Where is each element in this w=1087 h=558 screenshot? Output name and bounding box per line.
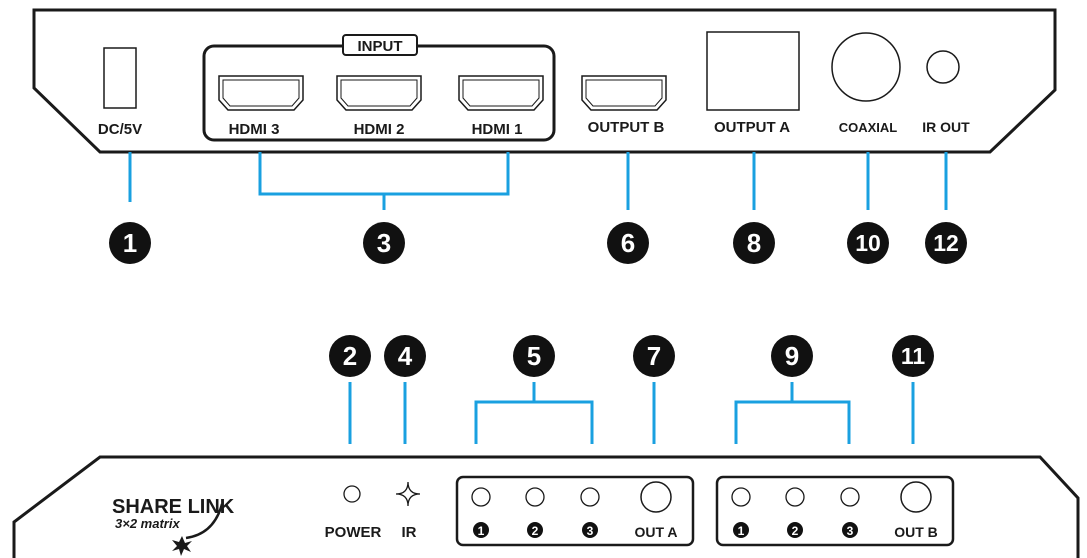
input-group-label-box: [342, 34, 418, 56]
hdmi1-label: HDMI 1: [472, 121, 523, 138]
ir-label: IR: [402, 524, 417, 541]
hdmi3-port: [218, 75, 304, 111]
out-a-led-2: [525, 487, 545, 507]
out-b-led-2: [785, 487, 805, 507]
callout-5: 5: [513, 335, 555, 377]
back-panel: DC/5V INPUT HDMI 3 HDMI 2 HDMI 1 OUTPUT …: [32, 8, 1057, 154]
ir-sensor-icon: [395, 481, 421, 507]
hdmi1-port: [458, 75, 544, 111]
callout-11: 11: [892, 335, 934, 377]
callout-7: 7: [633, 335, 675, 377]
out-a-led-number-2: 2: [527, 522, 543, 538]
svg-text:7: 7: [647, 341, 661, 371]
svg-text:10: 10: [855, 230, 881, 256]
svg-text:1: 1: [738, 524, 745, 538]
svg-text:2: 2: [343, 341, 357, 371]
back-leader-lines: [128, 152, 948, 210]
svg-text:1: 1: [123, 228, 137, 258]
share-link-logo: SHARE LINK 3×2 matrix: [112, 496, 235, 556]
svg-text:5: 5: [527, 341, 541, 371]
ir-out-label: IR OUT: [922, 119, 970, 135]
coaxial-port: [831, 32, 901, 102]
callout-8: 8: [733, 222, 775, 264]
callout-3: 3: [363, 222, 405, 264]
dc-jack-port: [103, 47, 137, 109]
back-panel-body: [32, 8, 1057, 154]
ir-out-port: [926, 50, 960, 84]
svg-text:2: 2: [532, 524, 539, 538]
power-label: POWER: [325, 524, 382, 541]
callout-9: 9: [771, 335, 813, 377]
callout-12: 12: [925, 222, 967, 264]
out-b-led-number-3: 3: [842, 522, 858, 538]
out-b-led-number-1: 1: [733, 522, 749, 538]
input-group-label: INPUT: [358, 38, 403, 55]
svg-text:1: 1: [478, 524, 485, 538]
out-b-led-number-2: 2: [787, 522, 803, 538]
callout-1: 1: [109, 222, 151, 264]
logo-star-icon: [172, 536, 192, 556]
out-a-led-number-3: 3: [582, 522, 598, 538]
svg-text:4: 4: [398, 341, 413, 371]
coaxial-label: COAXIAL: [839, 120, 898, 135]
svg-text:3: 3: [377, 228, 391, 258]
out-b-label: OUT B: [894, 524, 938, 540]
hdmi2-label: HDMI 2: [354, 121, 405, 138]
callout-10: 10: [847, 222, 889, 264]
callout-6: 6: [607, 222, 649, 264]
output-b-label: OUTPUT B: [588, 119, 665, 136]
out-b-led-3: [840, 487, 860, 507]
svg-text:3: 3: [587, 524, 594, 538]
front-callouts: 2 4 5 7 9 11: [329, 335, 934, 377]
svg-text:9: 9: [785, 341, 799, 371]
output-a-port: [706, 31, 800, 111]
out-a-label: OUT A: [634, 524, 677, 540]
front-panel: SHARE LINK 3×2 matrix POWER IR 1 2 3 OUT…: [12, 455, 1080, 558]
logo-brand: SHARE LINK: [112, 496, 235, 518]
hdmi3-label: HDMI 3: [229, 121, 280, 138]
out-a-led-1: [471, 487, 491, 507]
hdmi2-port: [336, 75, 422, 111]
svg-text:11: 11: [901, 343, 926, 369]
svg-text:3: 3: [847, 524, 854, 538]
svg-text:2: 2: [792, 524, 799, 538]
logo-model: 3×2 matrix: [115, 516, 180, 531]
svg-text:8: 8: [747, 228, 761, 258]
out-a-led-number-1: 1: [473, 522, 489, 538]
back-callouts: 1 3 6 8 10 12: [109, 222, 967, 264]
out-a-led-3: [580, 487, 600, 507]
front-leader-lines: [348, 382, 915, 444]
svg-text:12: 12: [933, 230, 959, 256]
front-panel-body: [12, 455, 1080, 558]
out-b-led-1: [731, 487, 751, 507]
svg-text:6: 6: [621, 228, 635, 258]
dc-port-label: DC/5V: [98, 121, 142, 138]
out-b-select-button[interactable]: [900, 481, 932, 513]
output-a-label: OUTPUT A: [714, 119, 790, 136]
out-a-group-frame: [455, 475, 695, 547]
callout-2: 2: [329, 335, 371, 377]
out-b-group-frame: [715, 475, 955, 547]
out-a-select-button[interactable]: [640, 481, 672, 513]
output-b-port: [581, 75, 667, 111]
callout-4: 4: [384, 335, 426, 377]
power-led: [343, 485, 361, 503]
